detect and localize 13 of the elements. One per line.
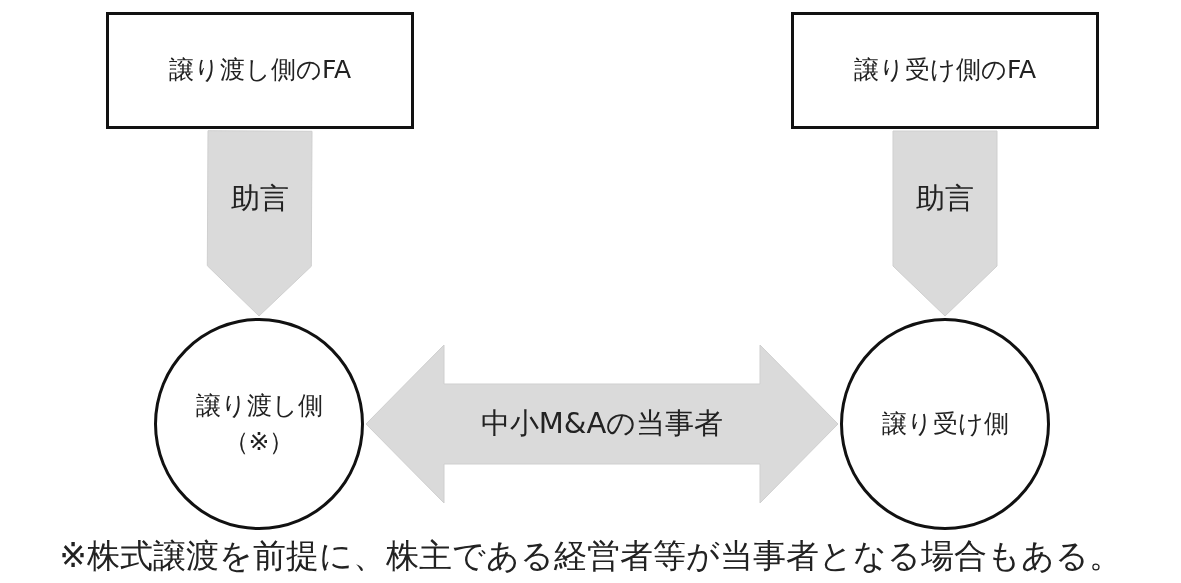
process-box xyxy=(791,12,1099,129)
edge-label: 中小M&Aの当事者 xyxy=(480,405,724,442)
block-arrow xyxy=(206,130,313,317)
node-label: 譲り受け側のFA xyxy=(852,54,1038,87)
node-label: 譲り渡し側のFA xyxy=(167,54,353,87)
edge-label: 助言 xyxy=(230,179,289,217)
edge-label: 助言 xyxy=(916,179,974,217)
node-label: 譲り渡し側（※） xyxy=(194,389,324,458)
node-label: 譲り受け側 xyxy=(880,407,1010,440)
double-block-arrow xyxy=(365,344,839,504)
process-box xyxy=(106,12,414,129)
footnote: ※株式譲渡を前提に、株主である経営者等が当事者となる場合もある。 xyxy=(58,535,1123,577)
block-arrow xyxy=(892,130,998,317)
